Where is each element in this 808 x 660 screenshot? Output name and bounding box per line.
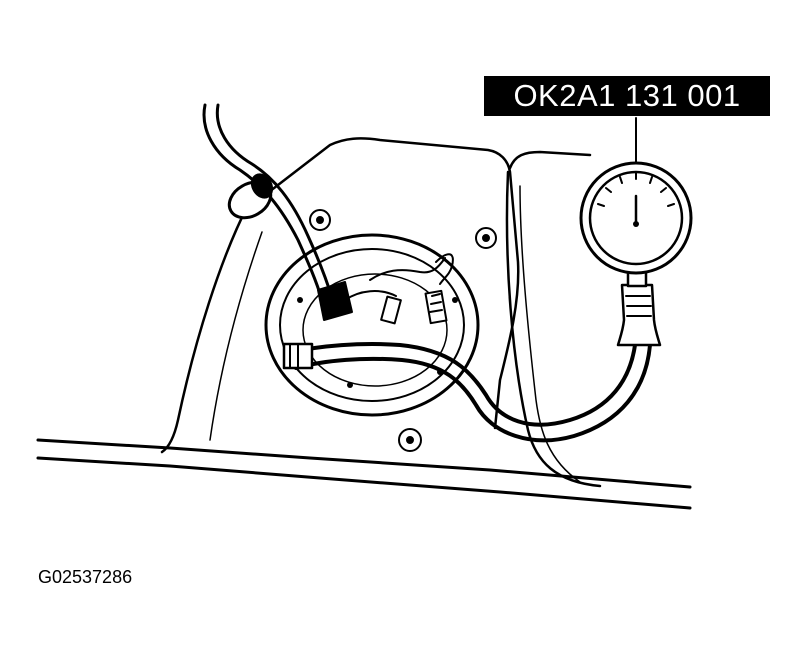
wiring-harness-inner: [215, 103, 334, 300]
body-right-wall: [505, 170, 602, 488]
pump-inner-ring: [279, 248, 465, 402]
cover-bolts: [309, 209, 497, 452]
service-cover-outline: [263, 137, 520, 430]
pump-flange-plate: [302, 273, 448, 387]
pump-outer-ring: [264, 233, 480, 417]
body-left-inner-contour: [209, 231, 263, 441]
floor-panel-upper-edge: [36, 438, 692, 489]
body-left-contour: [160, 203, 250, 454]
floor-panel-lower-edge: [36, 456, 692, 510]
pressure-gauge-icon: [579, 161, 693, 275]
pump-connectors: [317, 253, 454, 325]
body-right-contour: [508, 150, 592, 170]
harness-grommet-cap: [250, 173, 274, 199]
tool-number-label: OK2A1 131 001: [484, 76, 770, 116]
body-right-inner-contour: [519, 185, 581, 483]
fuel-pressure-hose-inner: [294, 343, 652, 443]
fuel-pressure-hose: [290, 342, 637, 427]
figure-id: G02537286: [38, 567, 133, 587]
